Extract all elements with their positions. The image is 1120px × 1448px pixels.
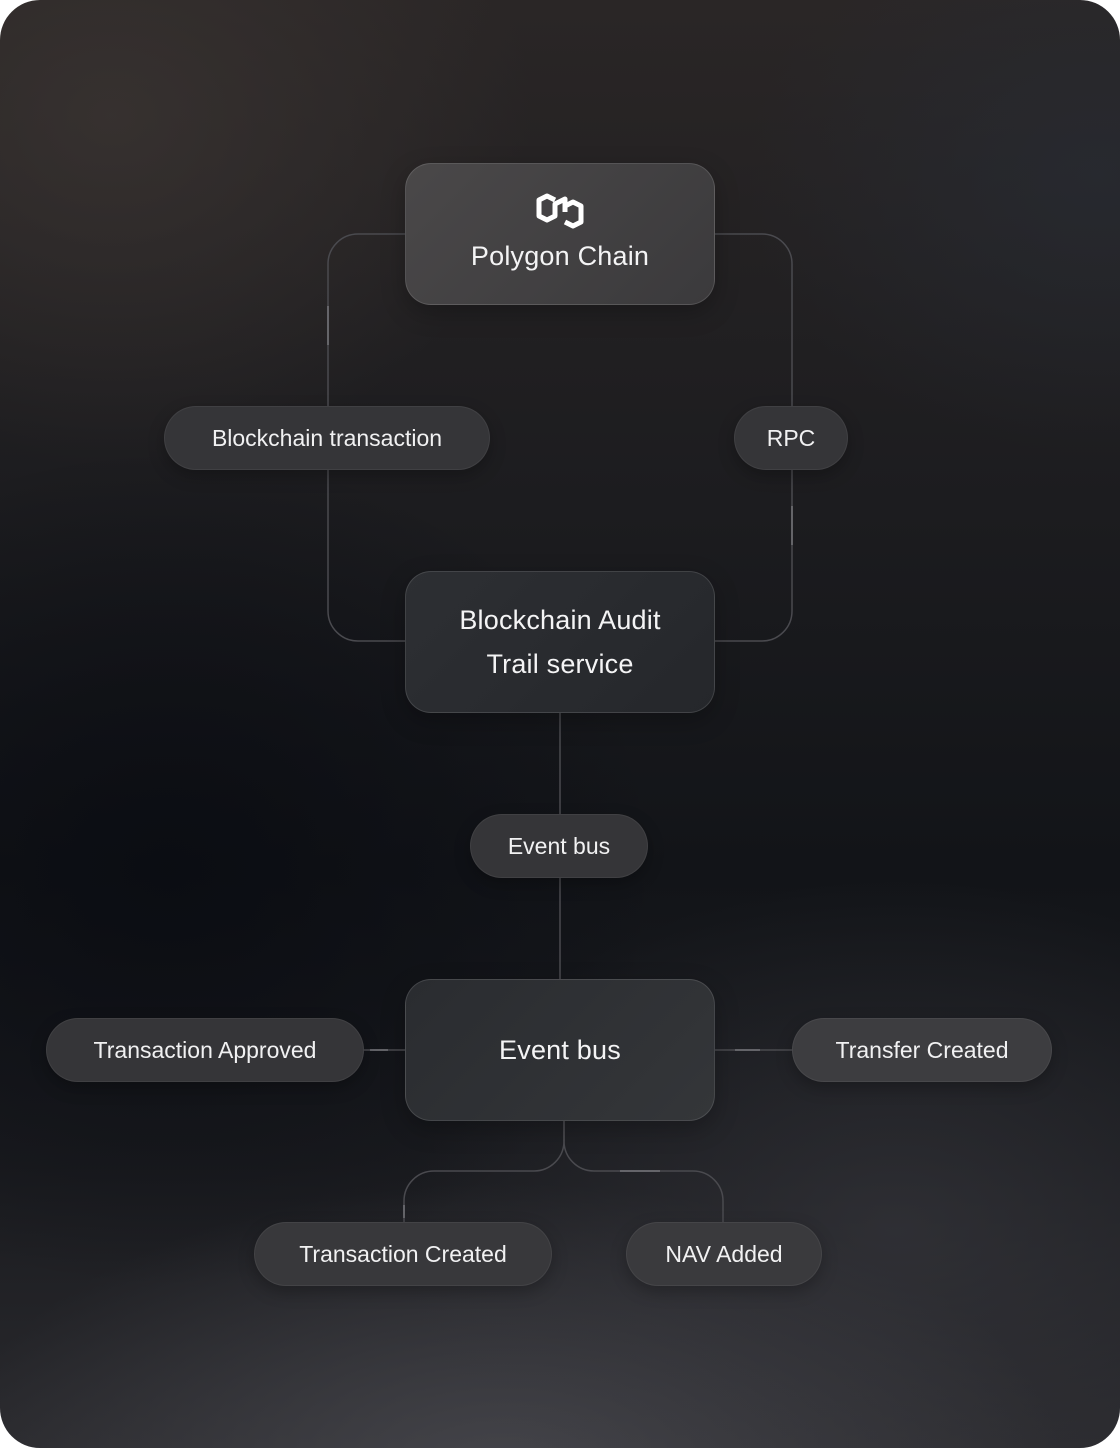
audit-trail-title-line1: Blockchain Audit [459,605,661,635]
transaction-approved-label: Transaction Approved [46,1018,364,1082]
nav-added-label: NAV Added [626,1222,822,1286]
polygon-logo-icon [536,193,584,229]
transfer-created-label: Transfer Created [792,1018,1052,1082]
rpc-label: RPC [734,406,848,470]
audit-trail-title-line2: Trail service [486,649,634,679]
audit-trail-service-node: Blockchain Audit Trail service [405,571,715,713]
transaction-created-label: Transaction Created [254,1222,552,1286]
event-bus-node: Event bus [405,979,715,1121]
blockchain-transaction-label: Blockchain transaction [164,406,490,470]
connector-eventbus-branch-left [403,1121,565,1223]
polygon-chain-title: Polygon Chain [470,241,650,271]
event-bus-label: Event bus [470,814,648,878]
connector-eventbus-branch-right [563,1121,724,1223]
event-bus-title: Event bus [499,1035,621,1065]
polygon-chain-node: Polygon Chain [405,163,715,305]
